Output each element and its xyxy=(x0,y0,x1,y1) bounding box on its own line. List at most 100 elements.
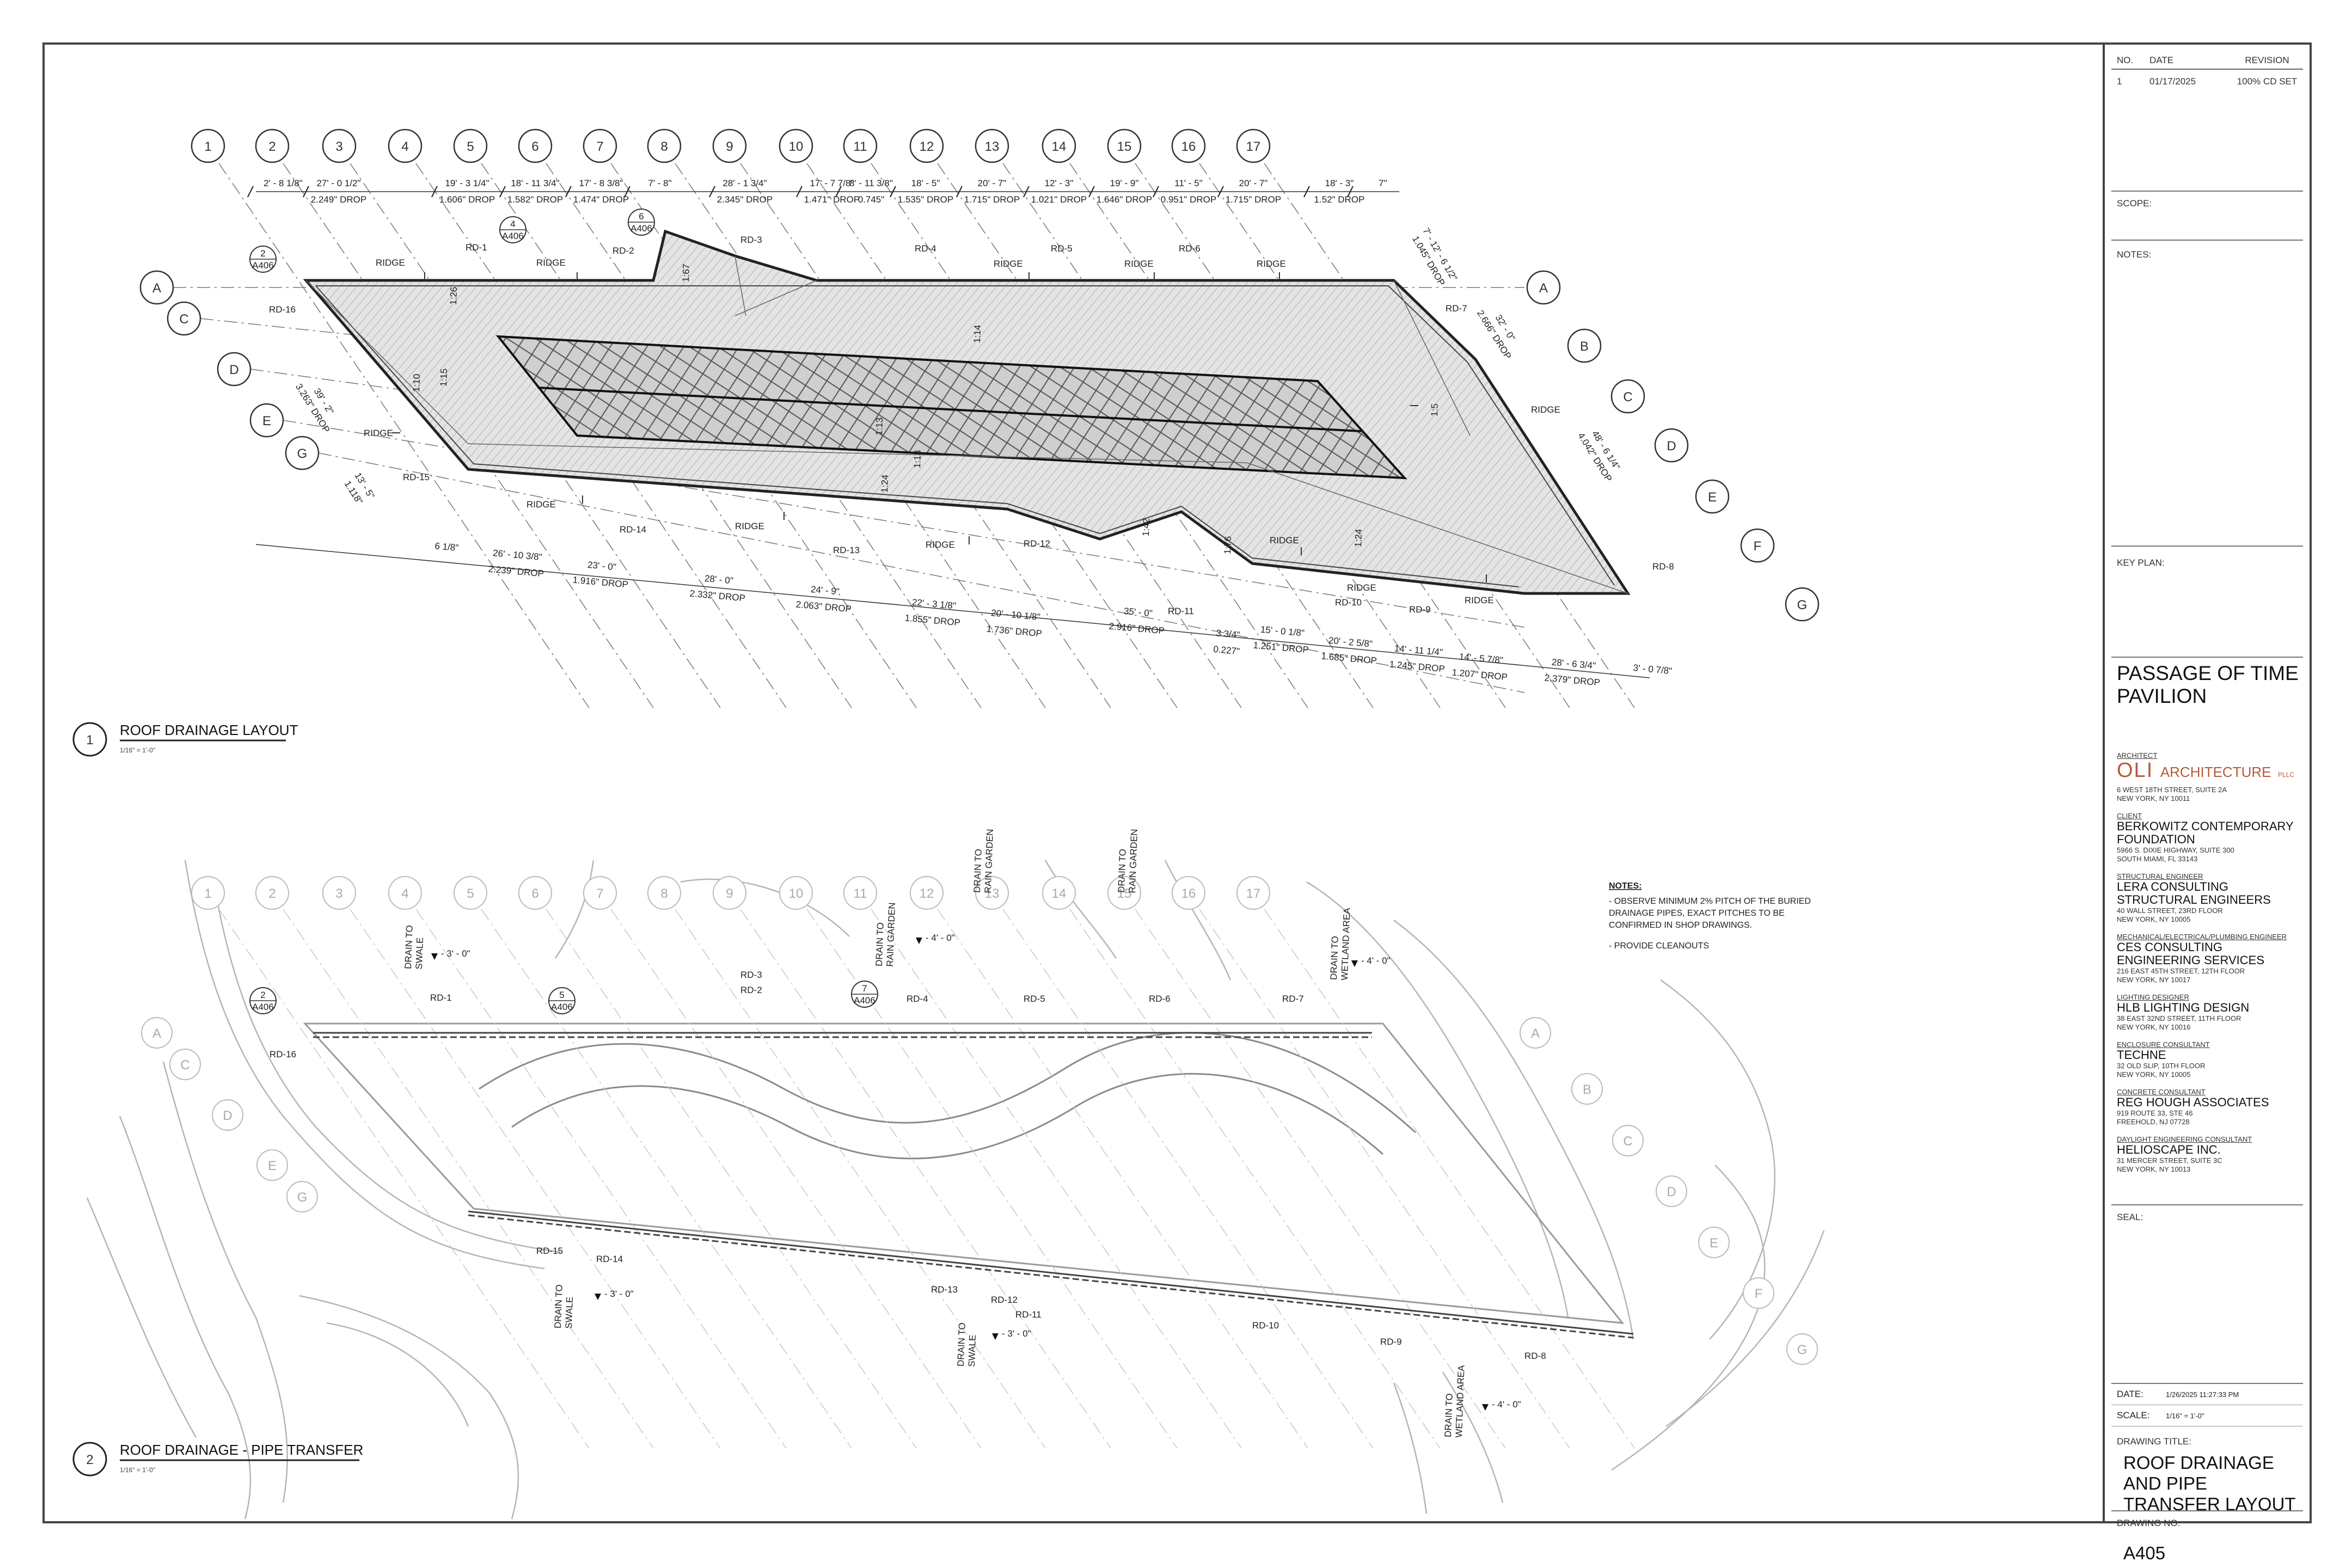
consultant-role: MECHANICAL/ELECTRICAL/PLUMBING ENGINEER xyxy=(2117,933,2287,941)
svg-text:8: 8 xyxy=(660,139,667,154)
project-title: PASSAGE OF TIME PAVILION xyxy=(2117,662,2299,707)
grid-bubble-col: 10 xyxy=(779,876,813,910)
consultant-firm: TECHNE xyxy=(2117,1048,2166,1062)
svg-text:DRAIN TO: DRAIN TO xyxy=(1328,936,1340,980)
svg-text:WETLAND AREA: WETLAND AREA xyxy=(1339,907,1352,980)
grid-bubble-col: 14 xyxy=(1042,876,1076,910)
dimension-top: 18' - 11 3/4"1.582" DROP xyxy=(499,178,563,205)
ridge-label: RIDGE xyxy=(735,521,764,531)
svg-text:5: 5 xyxy=(467,886,474,901)
key-plan-label: KEY PLAN: xyxy=(2117,558,2165,568)
svg-text:B: B xyxy=(1580,339,1589,354)
svg-text:18' - 11 3/4": 18' - 11 3/4" xyxy=(511,178,559,188)
tag-rd8: RD-8 xyxy=(1652,561,1674,572)
svg-text:13: 13 xyxy=(985,886,1000,901)
scope-label: SCOPE: xyxy=(2117,198,2152,209)
svg-text:CONFIRMED IN SHOP DRAWINGS.: CONFIRMED IN SHOP DRAWINGS. xyxy=(1609,921,1752,930)
svg-text:9: 9 xyxy=(726,886,733,901)
dimension-top: 20' - 7"1.715" DROP xyxy=(956,178,1020,205)
consultant-address: 40 WALL STREET, 23RD FLOOR xyxy=(2117,906,2223,915)
svg-text:D: D xyxy=(1667,439,1676,454)
svg-text:1.474" DROP: 1.474" DROP xyxy=(573,194,629,205)
grid-bubble-row: C xyxy=(167,301,201,336)
consultant-firm: HELIOSCAPE INC. xyxy=(2117,1143,2221,1156)
svg-text:D: D xyxy=(1667,1185,1676,1199)
grid-bubble-col: 4 xyxy=(388,128,422,163)
p2-tag-rd16: RD-16 xyxy=(270,1049,296,1059)
svg-text:26' - 10 3/8": 26' - 10 3/8" xyxy=(493,548,543,562)
notes-label: NOTES: xyxy=(2117,249,2152,260)
svg-text:6: 6 xyxy=(531,139,538,154)
tag-rd1: RD-1 xyxy=(465,242,487,253)
consultant-role: LIGHTING DESIGNER xyxy=(2117,993,2189,1001)
svg-text:2: 2 xyxy=(260,248,265,259)
grid-bubble-row: C xyxy=(169,1049,201,1080)
grid-bubble-col: 13 xyxy=(975,128,1009,163)
svg-text:2.345" DROP: 2.345" DROP xyxy=(717,194,773,205)
grid-bubble-col: 5 xyxy=(454,876,487,910)
svg-text:A406: A406 xyxy=(551,1002,573,1012)
svg-text:C: C xyxy=(180,1058,189,1073)
dimension-top: 11' - 5"0.951" DROP xyxy=(1153,178,1216,205)
dimension-bottom: 22' - 3 1/8"1.855" DROP xyxy=(904,597,961,628)
svg-text:DRAIN TO: DRAIN TO xyxy=(874,922,886,966)
svg-text:28' - 1 3/4": 28' - 1 3/4" xyxy=(722,178,767,188)
svg-text:E: E xyxy=(1710,1236,1718,1251)
svg-text:1: 1 xyxy=(204,139,211,154)
svg-text:17' - 7 7/8": 17' - 7 7/8" xyxy=(810,178,854,188)
date-scale-block: DATE: 1/26/2025 11:27:33 PM SCALE: 1/16"… xyxy=(2111,1383,2303,1426)
svg-text:G: G xyxy=(297,1190,308,1205)
elevation-marker: - 4' - 0" xyxy=(1351,955,1391,967)
consultant-role: CONCRETE CONSULTANT xyxy=(2117,1088,2206,1096)
svg-text:3: 3 xyxy=(335,886,342,901)
ridge-label: RIDGE xyxy=(364,428,393,438)
svg-text:12' - 3": 12' - 3" xyxy=(1045,178,1074,188)
slope-label: 1:76 xyxy=(1222,536,1233,554)
architect-role: ARCHITECT xyxy=(2117,751,2158,759)
svg-text:F: F xyxy=(1754,539,1762,554)
consultant-firm: HLB LIGHTING DESIGN xyxy=(2117,1001,2250,1014)
consultant-address: NEW YORK, NY 10017 xyxy=(2117,976,2191,984)
svg-text:1.736" DROP: 1.736" DROP xyxy=(986,623,1043,639)
grid-bubble-col: 4 xyxy=(388,876,422,910)
grid-bubble-row: B xyxy=(1567,328,1602,363)
svg-text:D: D xyxy=(229,363,238,377)
tag-rd2: RD-2 xyxy=(612,246,634,256)
grid-bubble-col: 7 xyxy=(583,876,617,910)
svg-text:1.606" DROP: 1.606" DROP xyxy=(439,194,495,205)
consultant-address: NEW YORK, NY 10016 xyxy=(2117,1023,2191,1031)
grid-bubble-row: A xyxy=(1520,1017,1551,1049)
grid-bubble-row: G xyxy=(1786,1333,1818,1365)
slope-label: 1:14 xyxy=(972,324,983,343)
elevation-marker: - 3' - 0" xyxy=(431,948,470,960)
svg-text:20' - 7": 20' - 7" xyxy=(1239,178,1268,188)
svg-text:1.855" DROP: 1.855" DROP xyxy=(904,612,961,628)
grid-bubble-row: D xyxy=(1656,1175,1687,1207)
svg-text:4: 4 xyxy=(401,886,408,901)
svg-text:- 3' - 0": - 3' - 0" xyxy=(441,948,470,959)
svg-text:1.251" DROP: 1.251" DROP xyxy=(1253,640,1309,655)
dimension-right: 32' - 0"2.666" DROP xyxy=(1475,308,1517,361)
svg-text:A406: A406 xyxy=(252,260,274,271)
slope-label: 1:24 xyxy=(1353,529,1364,547)
svg-text:E: E xyxy=(1708,490,1717,505)
dimension-bottom: 14' - 5 7/8"1.207" DROP xyxy=(1451,652,1508,683)
dimension-top: 17' - 8 3/8"1.474" DROP xyxy=(565,178,629,205)
svg-text:2.249" DROP: 2.249" DROP xyxy=(311,194,366,205)
grid-bubble-row: G xyxy=(285,436,320,470)
slope-label: 1:15 xyxy=(438,368,449,387)
ridge-label: RIDGE xyxy=(1347,583,1376,593)
p2-tag-rd1: RD-1 xyxy=(430,993,452,1003)
grid-bubble-col: 3 xyxy=(322,128,357,163)
grid-bubble-row: G xyxy=(1785,587,1820,622)
grid-bubble-col: 7 xyxy=(583,128,617,163)
dimension-top: 7" xyxy=(1347,178,1387,198)
svg-text:20' - 7": 20' - 7" xyxy=(978,178,1007,188)
svg-text:C: C xyxy=(1623,390,1632,405)
